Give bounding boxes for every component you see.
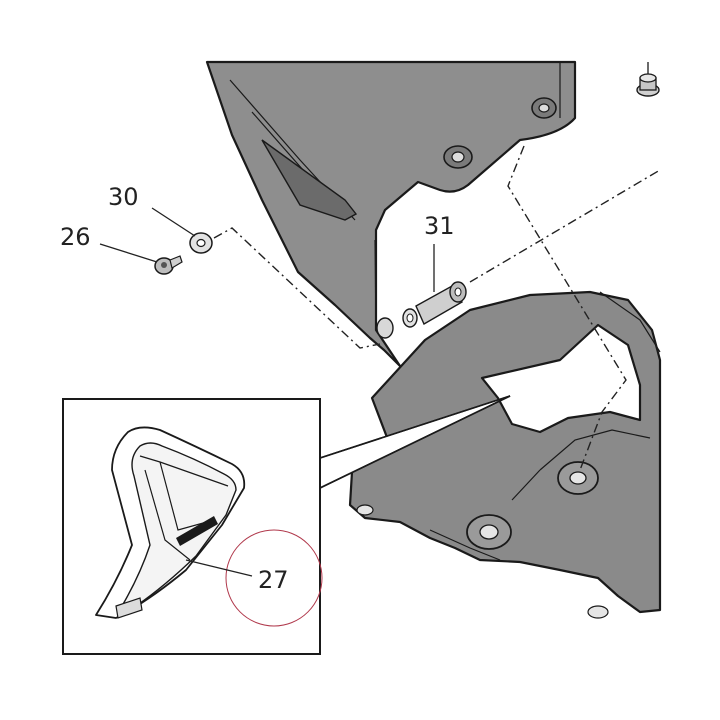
callout-30-label: 30 <box>108 183 139 211</box>
washer-icon <box>189 232 213 254</box>
assembly-lines <box>213 145 661 471</box>
callout-31: 31 <box>424 212 455 292</box>
callout-26-label: 26 <box>60 223 91 251</box>
side-cover-icon <box>95 426 246 619</box>
callout-26: 26 <box>60 223 158 263</box>
spacer-icon <box>402 281 467 328</box>
upper-fairing-panel <box>205 60 577 368</box>
highlight-circle <box>225 529 323 627</box>
detail-inset: 27 <box>62 395 511 655</box>
callout-31-label: 31 <box>424 212 455 240</box>
grommet-icon <box>636 62 660 97</box>
screw-icon <box>154 255 183 275</box>
callout-27-label: 27 <box>258 566 289 594</box>
lower-bracket <box>348 290 662 619</box>
callout-30: 30 <box>108 183 196 237</box>
